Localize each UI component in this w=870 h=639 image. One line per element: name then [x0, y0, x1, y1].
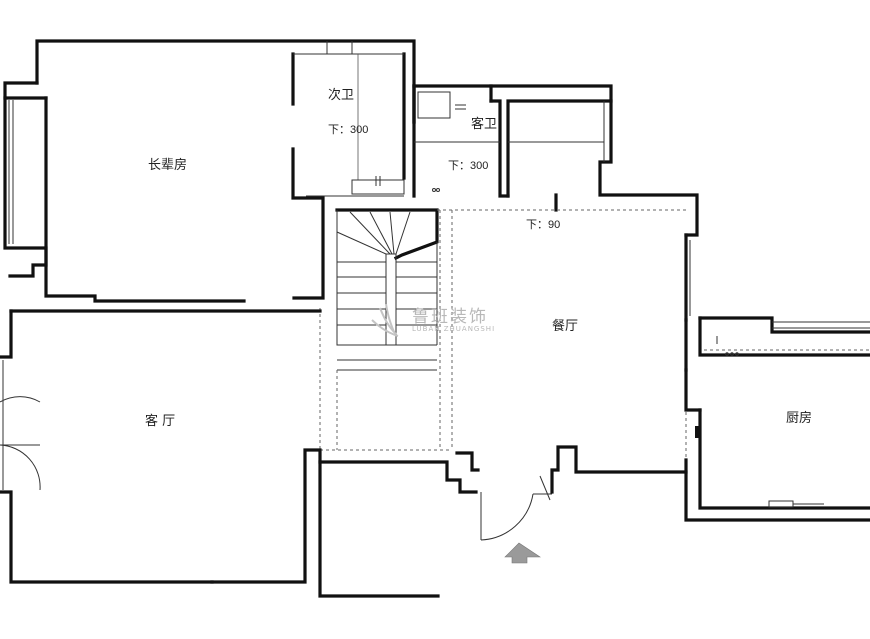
room-label-living: 客 厅	[145, 414, 176, 429]
second-bath-fixtures	[306, 54, 405, 197]
room-label-kitchen: 厨房	[786, 411, 813, 426]
level-note-second-bath: 下：300	[328, 124, 369, 136]
watermark-pinyin: LUBAN ZHUANGSHI	[412, 325, 496, 333]
room-label-dining: 餐厅	[552, 319, 579, 334]
watermark-logo-icon	[371, 303, 399, 337]
entry-arrow-icon	[504, 542, 541, 564]
level-note-guest-bath: 下：300	[448, 160, 489, 172]
dining-kitchen-walls	[684, 233, 870, 522]
watermark-brand: 鲁班装饰	[412, 307, 488, 327]
elder-room-walls	[3, 39, 416, 303]
room-label-elder-room: 长辈房	[148, 158, 188, 173]
upper-right-room	[508, 99, 699, 237]
guest-bath-walls	[412, 84, 613, 198]
entry-door	[455, 445, 688, 541]
level-note-dining: 下：90	[526, 219, 561, 231]
staircase	[335, 208, 439, 371]
room-label-second-bath: 次卫	[328, 88, 355, 103]
living-room-walls	[0, 309, 478, 598]
room-label-guest-bath: 客卫	[471, 117, 498, 132]
